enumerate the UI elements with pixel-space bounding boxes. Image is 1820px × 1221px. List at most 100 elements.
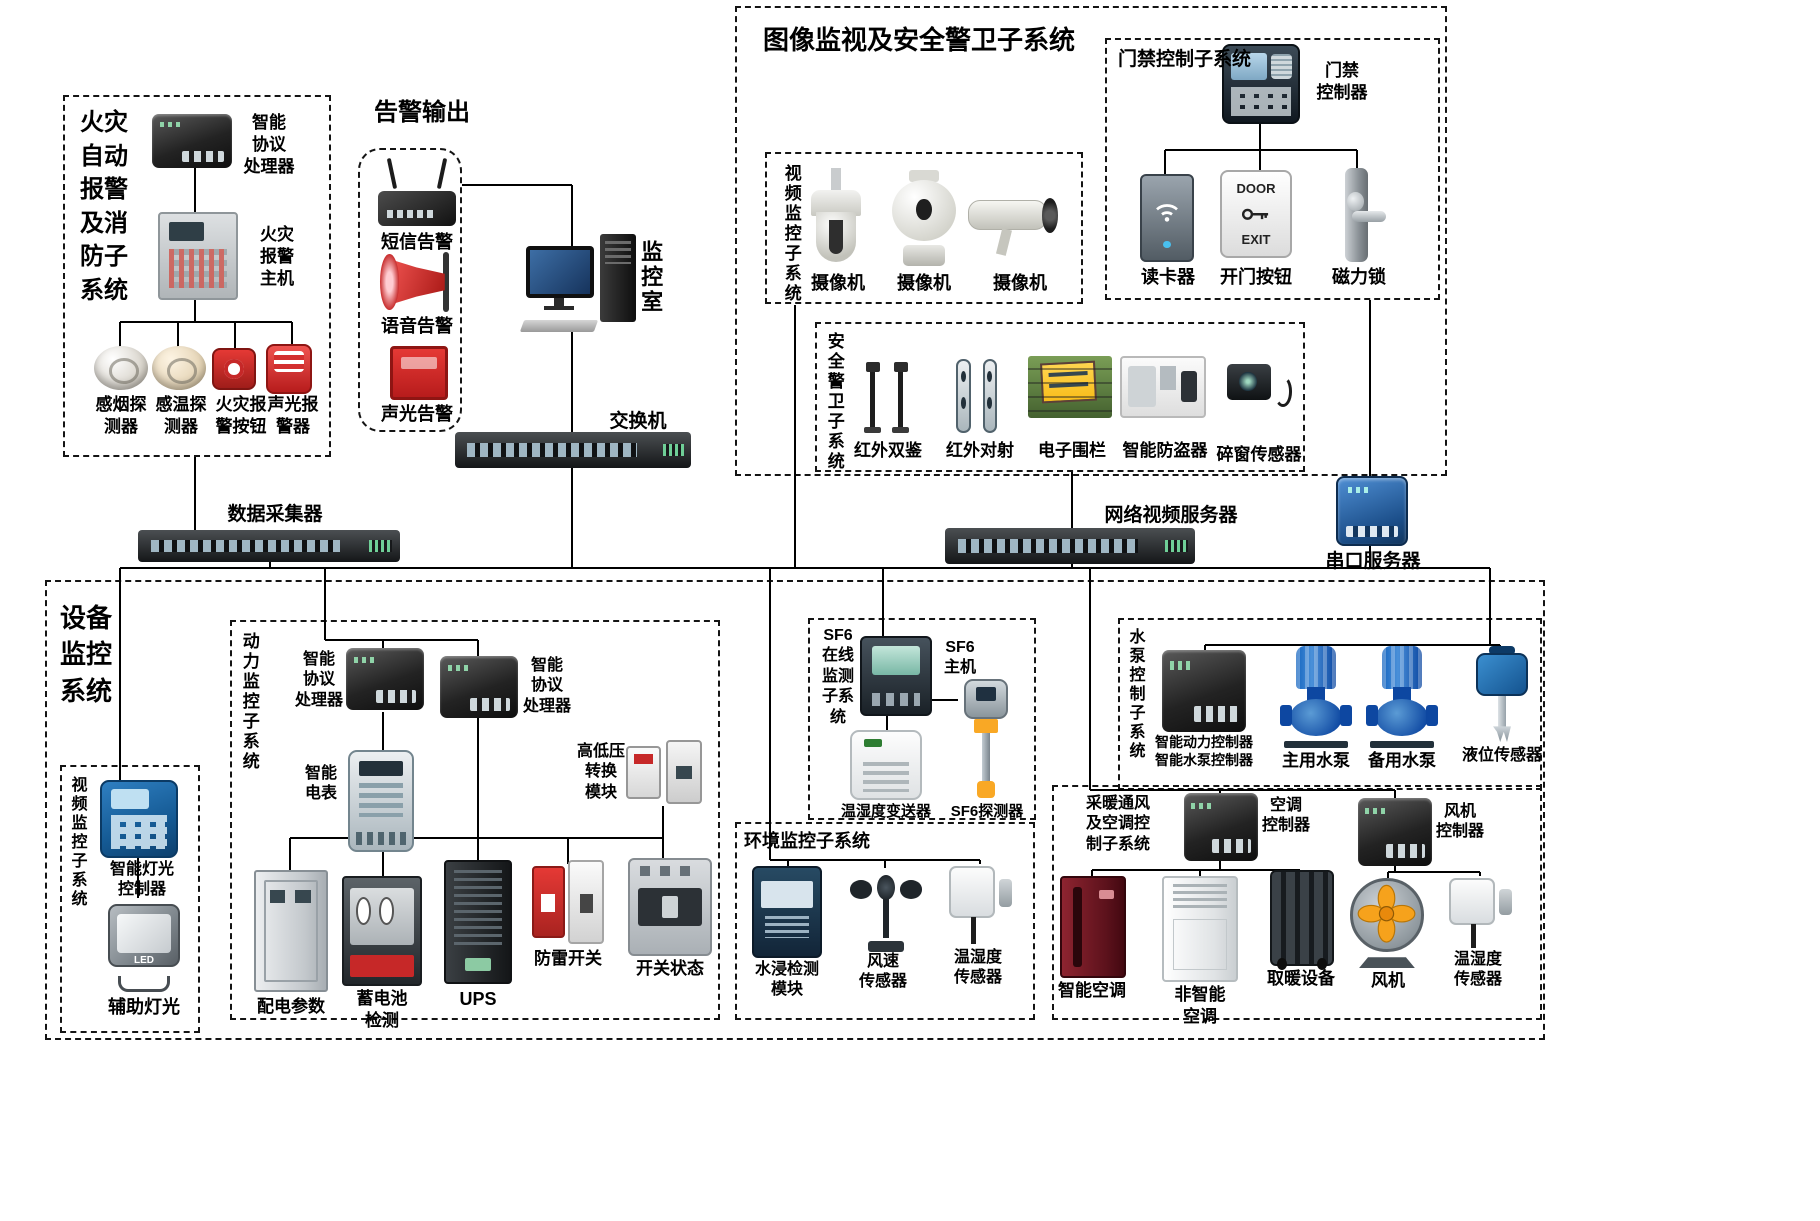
water-leak-module-device [752, 866, 822, 958]
sf6-host-device [860, 636, 932, 716]
data-collector-label: 数据采集器 [227, 504, 323, 525]
ptz-camera-device [886, 170, 962, 266]
magnetic-lock-device [1328, 168, 1388, 262]
power-monitoring-box [230, 620, 720, 1020]
wind-sensor-label: 风速 传感器 [858, 953, 907, 991]
smart-burglar-alarm-device [1120, 356, 1206, 418]
alarm-output-box [358, 148, 462, 432]
fire-alarm-host-device [158, 212, 238, 300]
plain-ac-device [1162, 876, 1238, 982]
control-room-computer [518, 232, 640, 334]
pump-subsystem-title: 水泵控制子系统 [1126, 628, 1144, 761]
hvac-control-box [1052, 785, 1542, 1020]
power-subsystem-title: 动力监控子系统 [239, 632, 259, 772]
nvr-label: 网络视频服务器 [1104, 505, 1238, 526]
smart-meter-device [348, 750, 414, 852]
fire-alarm-host-label: 火灾 报警 主机 [260, 225, 294, 288]
door-text: DOOR [1236, 181, 1276, 196]
video-subsystem-title: 视频监控子系统 [781, 164, 801, 304]
left-video-box [60, 765, 200, 1033]
wifi-icon [1156, 204, 1178, 222]
fan-controller-device [1358, 798, 1432, 866]
infrared-beam-label: 红外对射 [946, 441, 1014, 460]
bullet-camera-device [968, 184, 1064, 256]
distribution-label: 配电参数 [257, 997, 325, 1016]
light-controller-label: 智能灯光 控制器 [109, 861, 174, 899]
camera1-label: 摄像机 [811, 273, 865, 293]
surge-protector-device [530, 860, 606, 944]
sms-alarm-device [378, 157, 456, 226]
sf6-subsystem-title: SF6 在线 监测 子系 统 [821, 627, 854, 726]
aux-light-device: LED [104, 894, 184, 992]
video-surveillance-box [765, 152, 1083, 304]
level-sensor-label: 液位传感器 [1461, 747, 1542, 764]
card-reader-device [1140, 174, 1194, 262]
th-sensor-hvac-device [1446, 874, 1512, 950]
infrared-dual-label: 红外双鉴 [854, 441, 922, 460]
data-collector-device [138, 530, 400, 562]
surge-protector-label: 防雷开关 [534, 949, 602, 968]
fan-device [1346, 878, 1428, 968]
aux-light-label: 辅助灯光 [108, 997, 180, 1017]
card-reader-label: 读卡器 [1141, 267, 1195, 287]
electronic-fence-label: 电子围栏 [1038, 441, 1106, 460]
distribution-cabinet-device [254, 870, 328, 992]
th-sensor-hvac-label: 温湿度 传感器 [1453, 951, 1502, 989]
power-processor-left-device [346, 648, 424, 710]
smoke-detector-device [94, 346, 148, 390]
left-video-title: 视频监控子系统 [68, 776, 86, 909]
ac-controller-device [1184, 793, 1258, 861]
infrared-beam-device [948, 356, 1008, 436]
sf6-detector-label: SF6探测器 [950, 803, 1024, 820]
nvr-device [945, 528, 1195, 564]
smart-meter-label: 智能 电表 [304, 765, 337, 803]
pump-controller-label: 智能动力控制器 智能水泵控制器 [1155, 734, 1253, 768]
th-sensor-env-device [946, 862, 1012, 946]
sound-light-alarm-device [266, 344, 312, 394]
voice-alarm-label: 语音告警 [381, 316, 453, 336]
security-subsystem-title: 安全警卫子系统 [824, 332, 844, 472]
access-controller-device [1222, 44, 1300, 124]
access-controller-label: 门禁 控制器 [1316, 61, 1368, 102]
smart-ac-label: 智能空调 [1058, 981, 1126, 1000]
ups-device [444, 860, 512, 984]
th-transmitter-device [850, 730, 922, 800]
fire-subsystem-box [63, 95, 331, 457]
main-pump-device [1280, 646, 1352, 748]
smart-burglar-label: 智能防盗器 [1122, 441, 1208, 460]
hv-module-device [626, 740, 702, 804]
fan-blades-icon [1358, 885, 1416, 943]
dome-camera-device [806, 168, 866, 268]
th-sensor-env-label: 温湿度 传感器 [953, 949, 1002, 987]
voice-alarm-device [380, 252, 452, 312]
breaker-status-label: 开关状态 [636, 959, 704, 978]
equipment-monitoring-box [45, 580, 1545, 1040]
sound-light-out-label: 声光告警 [381, 404, 453, 424]
ups-label: UPS [459, 989, 497, 1009]
heater-device [1270, 870, 1334, 971]
camera3-label: 摄像机 [993, 273, 1047, 293]
heat-detector-label: 感温探 测器 [155, 395, 207, 436]
fire-subsystem-title: 火灾 自动 报警 及消 防子 系统 [80, 109, 128, 304]
fan-controller-label: 风机 控制器 [1435, 803, 1484, 841]
power-processor-left-label: 智能 协议 处理器 [294, 651, 343, 709]
smart-ac-device [1060, 876, 1126, 978]
door-exit-button-device: DOOR EXIT [1220, 170, 1292, 258]
th-transmitter-label: 温湿度变送器 [840, 803, 931, 820]
hvac-subsystem-title: 采暖通风 及空调控 制子系统 [1086, 795, 1151, 853]
door-button-label: 开门按钮 [1220, 267, 1292, 287]
fire-alarm-button-label: 火灾报 警按钮 [215, 395, 267, 436]
window-break-sensor-device [1216, 360, 1294, 416]
battery-tester-label: 蓄电池 检测 [356, 989, 408, 1030]
ac-controller-label: 空调 控制器 [1261, 797, 1310, 835]
led-text: LED [134, 954, 154, 966]
magnetic-lock-label: 磁力锁 [1332, 267, 1386, 287]
alarm-output-title: 告警输出 [374, 99, 470, 126]
serial-server-label: 串口服务器 [1325, 551, 1421, 572]
fire-protocol-processor-label: 智能 协议 处理器 [243, 113, 295, 176]
control-room-label: 监控室 [638, 240, 664, 315]
sf6-monitoring-box [808, 618, 1036, 820]
heat-detector-device [152, 346, 206, 390]
switch-device [455, 432, 691, 468]
